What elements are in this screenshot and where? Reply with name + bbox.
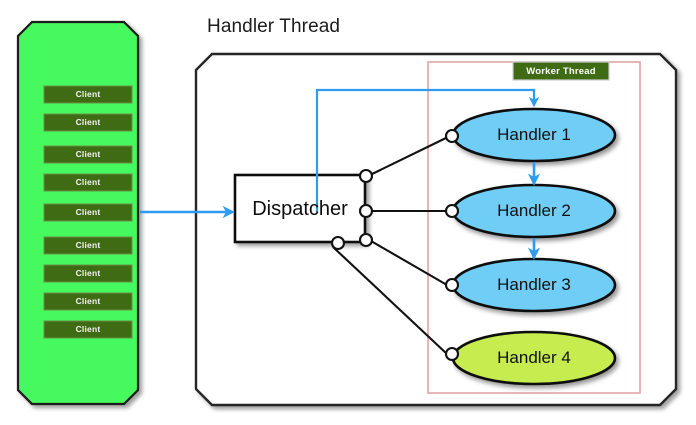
client-box-group xyxy=(43,85,133,339)
port-circles xyxy=(330,128,460,362)
client-box[interactable] xyxy=(43,85,133,104)
handler-1-port[interactable] xyxy=(444,128,460,144)
client-box[interactable] xyxy=(43,236,133,255)
dispatcher-handler-links xyxy=(332,136,449,355)
handler-3-port[interactable] xyxy=(444,277,460,293)
dispatcher-node[interactable] xyxy=(233,173,367,244)
handler-4-port[interactable] xyxy=(444,346,460,362)
client-box[interactable] xyxy=(43,264,133,283)
handler-2-port[interactable] xyxy=(444,203,460,219)
link-dispatcher-handler1 xyxy=(369,136,449,176)
handler-1-node[interactable] xyxy=(451,107,617,163)
client-box[interactable] xyxy=(43,292,133,311)
client-box[interactable] xyxy=(43,145,133,164)
dispatcher-port-bottom[interactable] xyxy=(358,232,374,248)
link-dispatcher-handler3 xyxy=(370,240,448,286)
client-box[interactable] xyxy=(43,203,133,222)
link-dispatcher-handler4 xyxy=(332,246,448,355)
handler-4-node[interactable] xyxy=(451,330,617,386)
dispatcher-port-top[interactable] xyxy=(358,168,374,184)
dispatcher-port-mid[interactable] xyxy=(358,203,374,219)
feedback-dispatcher-to-handler1 xyxy=(315,88,540,212)
handler-3-node[interactable] xyxy=(451,257,617,313)
client-box[interactable] xyxy=(43,320,133,339)
client-box[interactable] xyxy=(43,173,133,192)
handler-2-node[interactable] xyxy=(451,183,617,239)
blue-flow-arrows xyxy=(140,88,541,260)
worker-thread-badge xyxy=(512,61,610,81)
client-box[interactable] xyxy=(43,113,133,132)
dispatcher-port-bottom-edge[interactable] xyxy=(330,235,346,251)
